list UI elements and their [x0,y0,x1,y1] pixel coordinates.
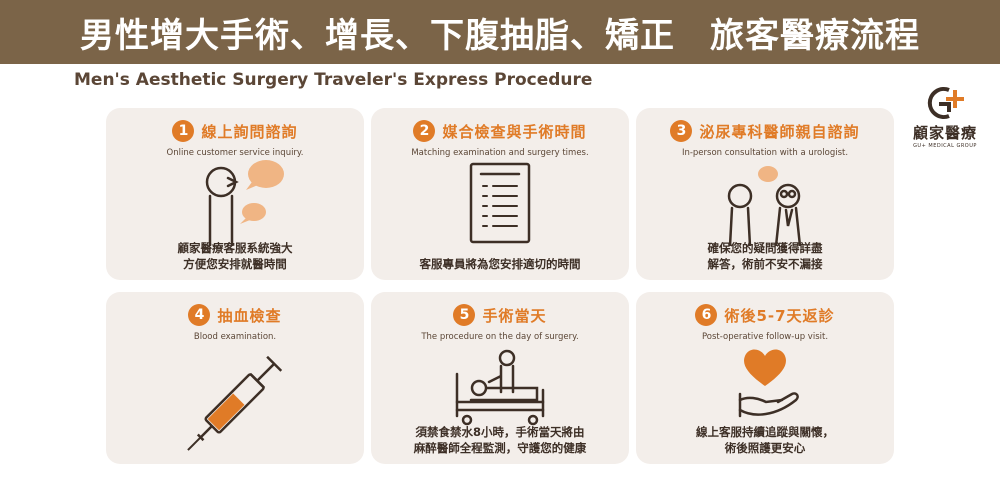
step-number: 6 [695,304,718,326]
step-english: Matching examination and surgery times. [411,148,589,158]
step-card-5: 5 手術當天 The procedure on the day of surge… [371,292,629,464]
page-subtitle: Men's Aesthetic Surgery Traveler's Expre… [74,70,593,90]
step-title: 抽血檢查 [217,306,282,325]
step-english: Post-operative follow-up visit. [701,332,829,342]
step-english: Blood examination. [193,332,277,342]
step-description: 確保您的疑問獲得詳盡 解答，術前不安不漏接 [707,241,823,271]
logo-name: 顧家醫療 [912,124,977,142]
brand-logo: 顧家醫療 GU+ MEDICAL GROUP [906,86,984,156]
step-card-1: 1 線上詢問諮詢 Online customer service inquiry… [106,108,364,280]
step-card-6: 6 術後5-7天返診 Post-operative follow-up visi… [636,292,894,464]
step-number: 3 [670,120,693,142]
step-title: 泌尿專科醫師親自諮詢 [699,122,860,141]
step-title: 媒合檢查與手術時間 [442,122,587,141]
title-banner: 男性增大手術、增長、下腹抽脂、矯正 旅客醫療流程 [0,0,1000,64]
step-title: 線上詢問諮詢 [201,122,298,141]
step-english: Online customer service inquiry. [166,148,304,158]
step-description: 顧家醫療客服系統強大 方便您安排就醫時間 [177,241,293,271]
logo-tagline: GU+ MEDICAL GROUP [913,143,977,149]
step-english: In-person consultation with a urologist. [681,148,849,158]
step-number: 5 [453,304,476,326]
step-number: 2 [413,120,436,142]
hospital-bed-icon [455,349,545,426]
step-card-4: 4 抽血檢查 Blood examination. [106,292,364,464]
step-description: 須禁食禁水8小時，手術當天將由 麻醉醫師全程監測，守護您的健康 [413,425,587,455]
step-description: 客服專員將為您安排適切的時間 [419,257,581,271]
page-title: 男性增大手術、增長、下腹抽脂、矯正 旅客醫療流程 [80,15,920,56]
heart-hand-icon [738,349,799,418]
logo-mark-icon [927,87,964,119]
clipboard-icon [469,162,531,244]
step-card-2: 2 媒合檢查與手術時間 Matching examination and sur… [371,108,629,280]
step-title: 手術當天 [482,306,547,325]
step-number: 4 [188,304,211,326]
doctor-consult-icon [727,166,802,246]
chat-person-icon [205,160,284,246]
step-card-3: 3 泌尿專科醫師親自諮詢 In-person consultation with… [636,108,894,280]
step-english: The procedure on the day of surgery. [421,332,579,342]
step-number: 1 [172,120,195,142]
step-title: 術後5-7天返診 [724,306,835,325]
syringe-icon [187,355,283,451]
step-description: 線上客服持續追蹤與關懷， 術後照護更安心 [696,425,834,455]
